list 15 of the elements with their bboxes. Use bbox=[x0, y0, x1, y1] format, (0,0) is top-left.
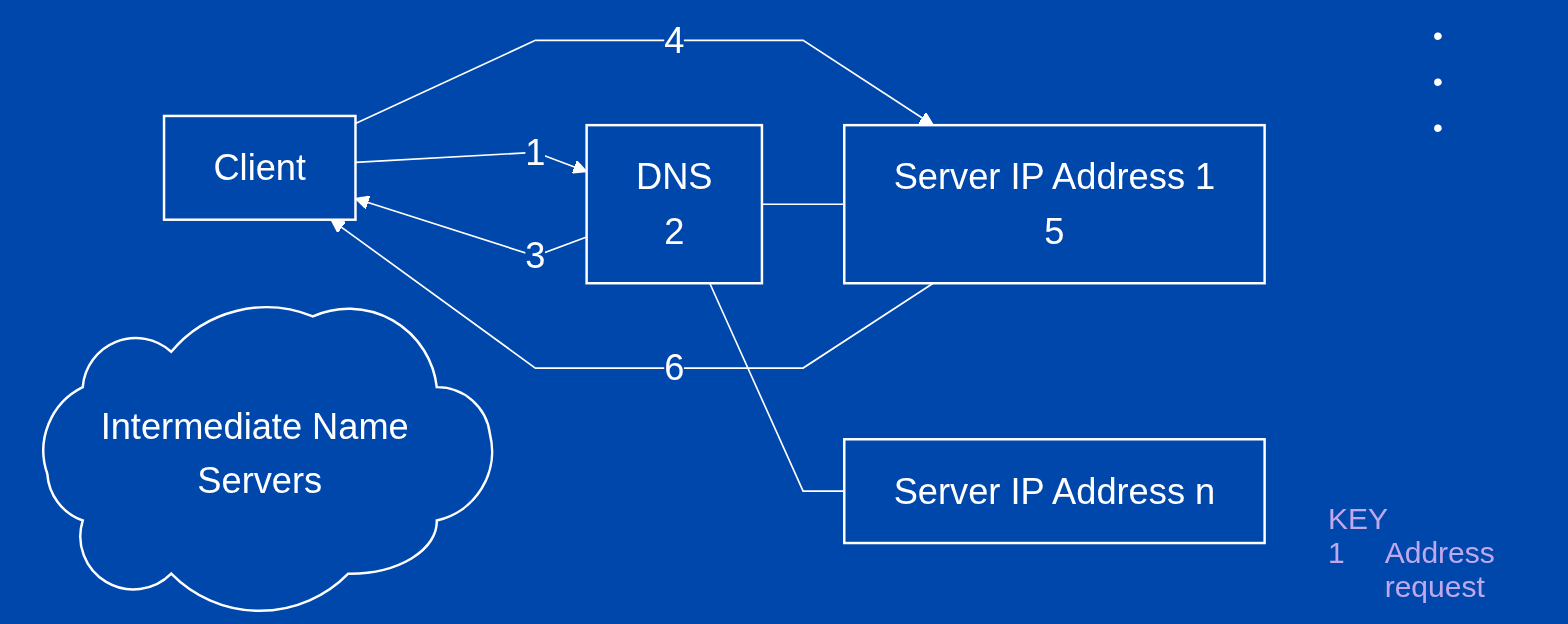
node-box: Client bbox=[162, 114, 357, 221]
edge-label: 4 bbox=[664, 19, 685, 61]
key-text: Address request bbox=[1384, 536, 1496, 604]
edge-label: 1 bbox=[525, 131, 546, 173]
key-heading: KEY bbox=[1328, 502, 1389, 535]
key-number: 1 bbox=[1328, 536, 1345, 571]
node-box: DNS 2 bbox=[585, 123, 764, 285]
edge-label: 6 bbox=[664, 347, 685, 389]
node-box: Server IP Address 1 5 bbox=[843, 123, 1266, 285]
ellipsis-dot: • bbox=[1433, 112, 1443, 144]
node-box: Server IP Address n bbox=[843, 438, 1266, 545]
arrow bbox=[330, 219, 934, 369]
edge-label: 3 bbox=[525, 235, 546, 277]
ellipsis-dot: • bbox=[1433, 20, 1443, 52]
ellipsis-dot: • bbox=[1433, 66, 1443, 98]
